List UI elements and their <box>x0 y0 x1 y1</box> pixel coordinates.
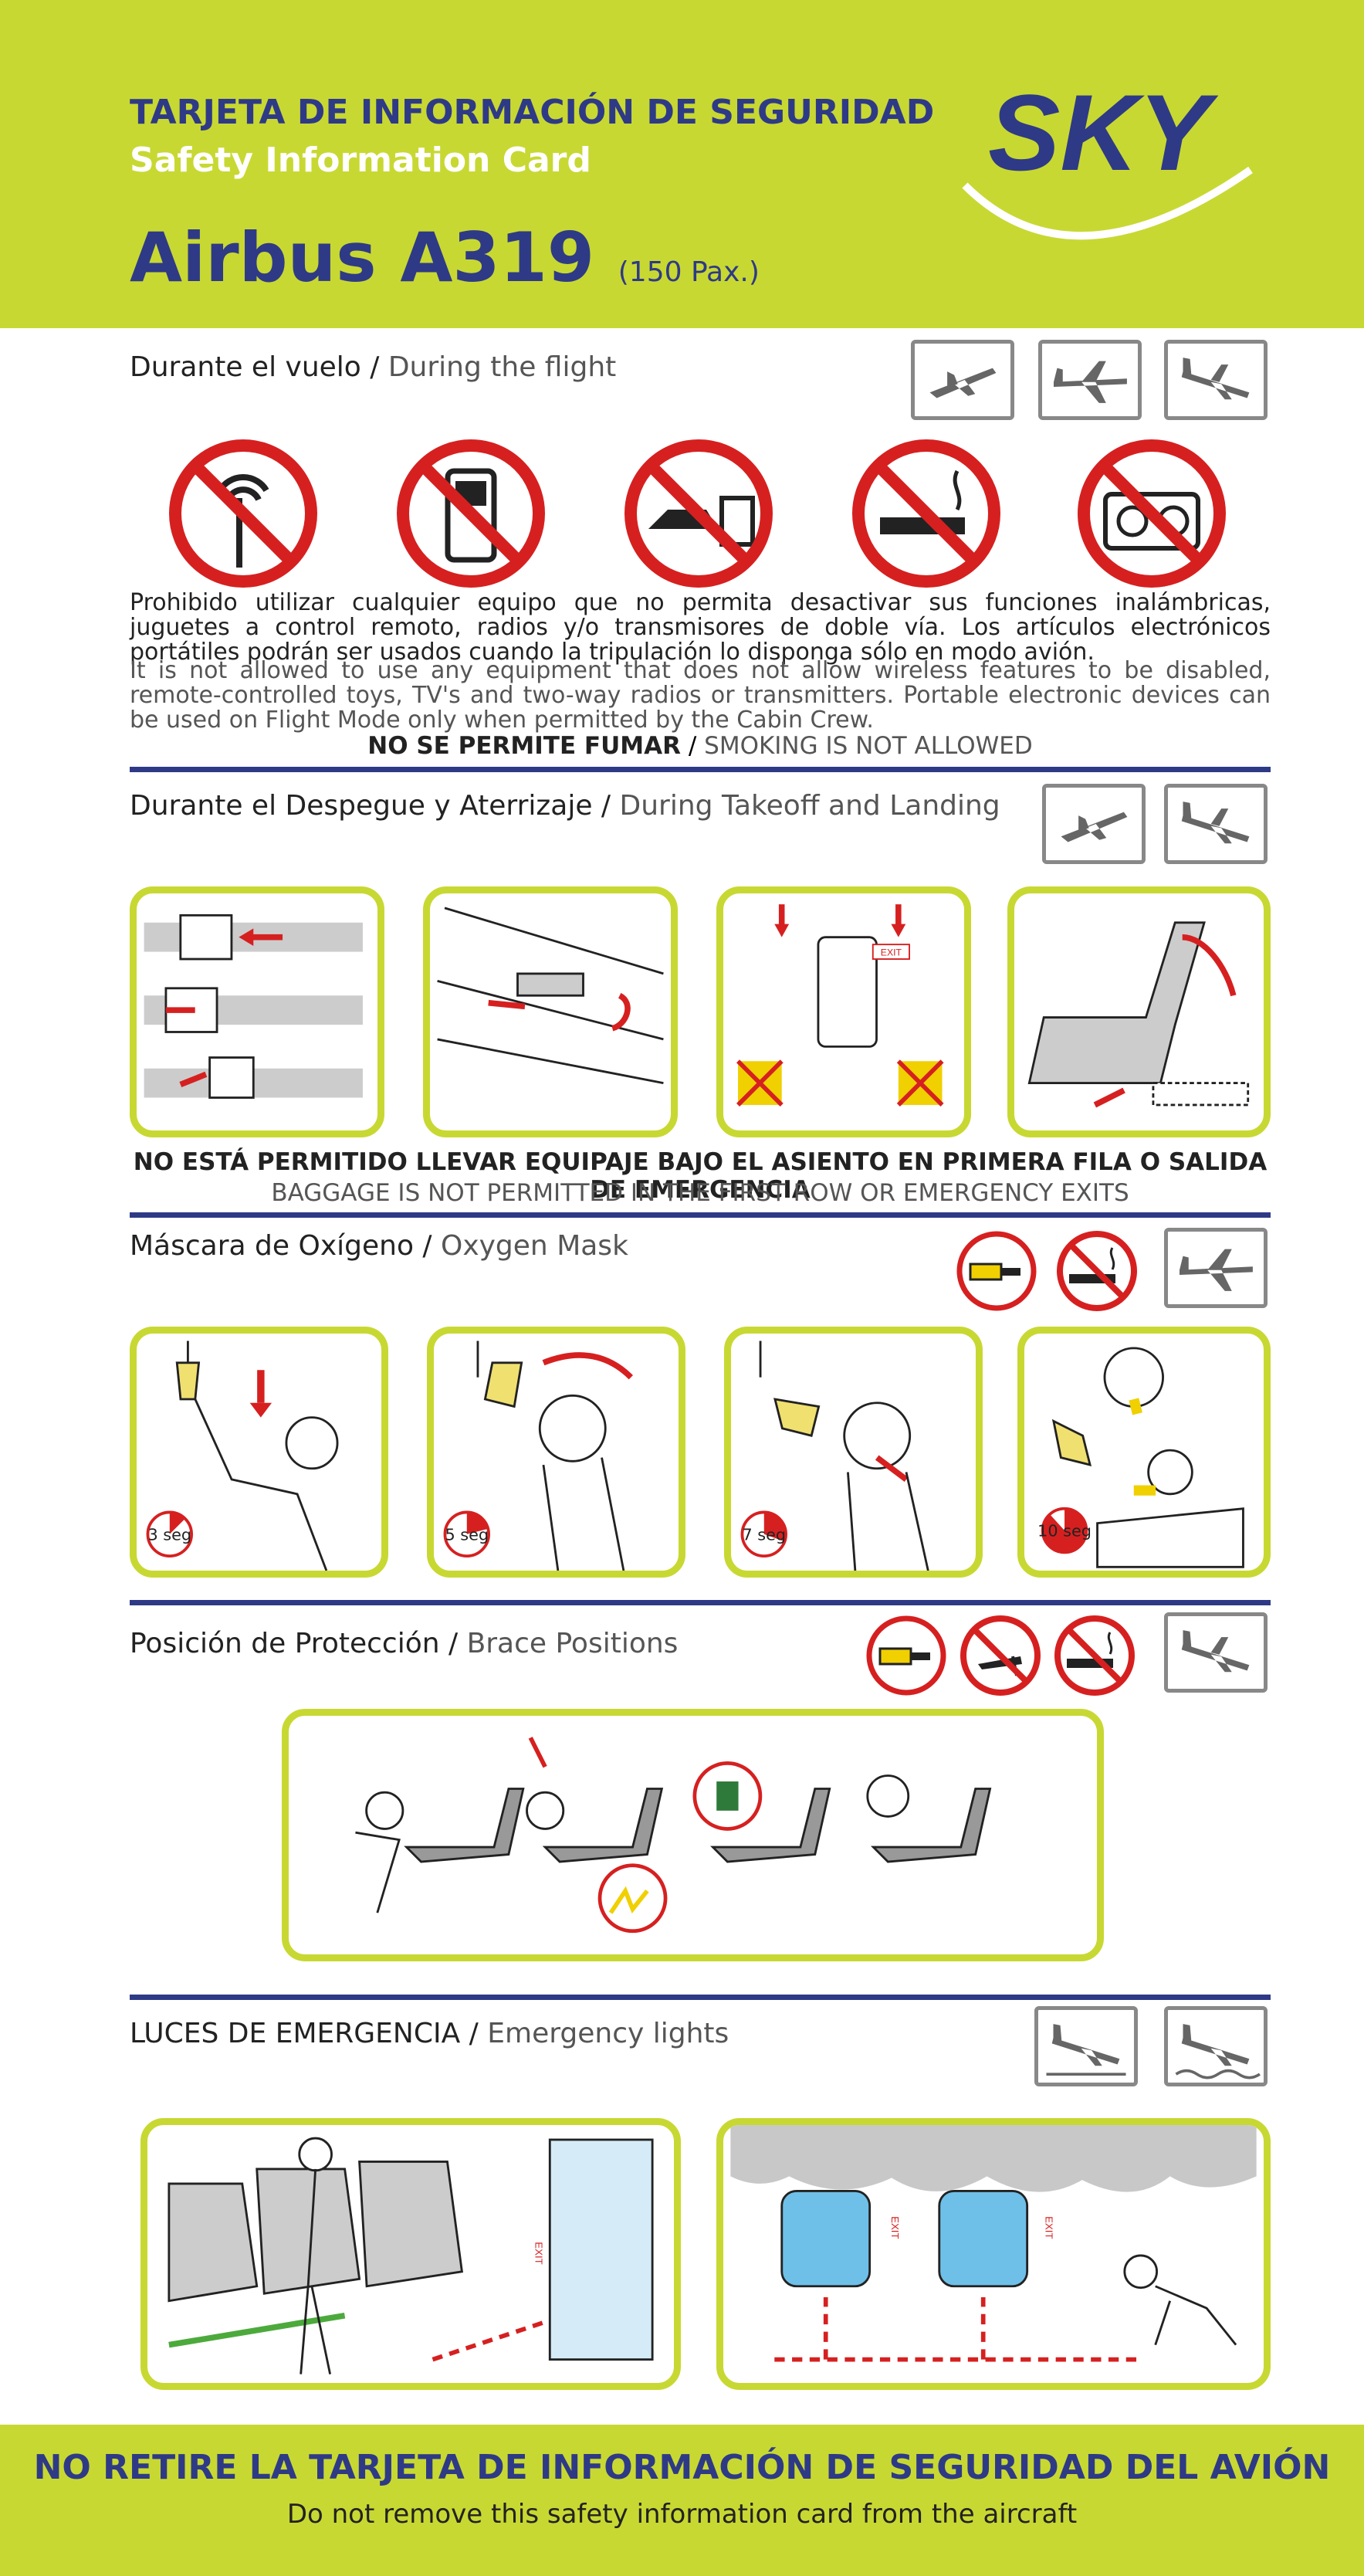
aircraft-model: Airbus A319 (150 Pax.) <box>130 218 760 297</box>
baggage-note-en: BAGGAGE IS NOT PERMITTED IN THE FIRST RO… <box>271 1179 1129 1207</box>
footer-band <box>0 2425 1364 2576</box>
oxygen-step-3-time: 7 seg <box>742 1525 786 1544</box>
header-band <box>0 0 1364 328</box>
seat-upright-panel <box>1007 886 1271 1137</box>
no-smoking-icon <box>1057 1231 1137 1311</box>
landing-phase-icon <box>1164 784 1268 864</box>
section-divider <box>130 1600 1271 1605</box>
oxygen-step-4-panel: 10 seg <box>1017 1327 1271 1578</box>
section-divider <box>130 767 1271 772</box>
landing-phase-icon <box>1164 1612 1268 1693</box>
exit-sign-left: EXIT <box>889 2216 901 2239</box>
flight-rules-text-en: It is not allowed to use any equipment t… <box>130 657 1271 734</box>
cruise-phase-icon <box>1038 340 1142 420</box>
sky-logo-text: SKY <box>988 72 1218 193</box>
no-smoking-note: NO SE PERMITE FUMAR / SMOKING IS NOT ALL… <box>367 732 1033 760</box>
section-divider <box>130 1995 1271 2000</box>
oxygen-step-1-panel: 3 seg <box>130 1327 388 1578</box>
exit-sign-right: EXIT <box>1043 2216 1054 2239</box>
takeoff-phase-icon <box>911 340 1014 420</box>
passenger-capacity: (150 Pax.) <box>618 256 760 288</box>
no-seatbelt-icon <box>956 1231 1037 1311</box>
sky-logo: SKY <box>962 72 1253 240</box>
land-landing-icon <box>1034 2006 1138 2086</box>
no-high-heels-icon <box>960 1615 1041 1696</box>
water-landing-icon <box>1164 2006 1268 2086</box>
emergency-floor-lights-panel: EXIT <box>140 2118 681 2390</box>
emergency-exit-sign: EXIT <box>533 2242 544 2265</box>
no-seatbelt-icon <box>866 1615 946 1696</box>
footer-warning-en: Do not remove this safety information ca… <box>286 2499 1078 2530</box>
baggage-note-es: NO ESTÁ PERMITIDO LLEVAR EQUIPAJE BAJO E… <box>133 1148 1268 1204</box>
oxygen-step-2-time: 5 seg <box>445 1525 489 1544</box>
exit-sign-label: EXIT <box>881 947 902 958</box>
no-remote-control-toy-icon <box>624 439 773 588</box>
smoke-crawl-exit-panel: EXIT EXIT <box>716 2118 1271 2390</box>
takeoff-phase-icon <box>1042 784 1146 864</box>
tray-table-panel <box>423 886 678 1137</box>
cruise-phase-icon <box>1164 1228 1268 1308</box>
landing-phase-icon <box>1164 340 1268 420</box>
section-title-brace: Posición de Protección / Brace Positions <box>130 1628 679 1659</box>
section-title-oxygen: Máscara de Oxígeno / Oxygen Mask <box>130 1230 628 1262</box>
oxygen-step-4-time: 10 seg <box>1037 1522 1092 1541</box>
section-title-takeoff: Durante el Despegue y Aterrizaje / Durin… <box>130 790 1000 822</box>
section-title-flight: Durante el vuelo / During the flight <box>130 351 617 383</box>
oxygen-step-1-time: 3 seg <box>147 1525 191 1544</box>
brace-position-panel <box>282 1709 1104 1961</box>
oxygen-step-3-panel: 7 seg <box>724 1327 983 1578</box>
flight-rules-text-es: Prohibido utilizar cualquier equipo que … <box>130 589 1271 666</box>
section-divider <box>130 1212 1271 1218</box>
section-title-lights: LUCES DE EMERGENCIA / Emergency lights <box>130 2018 729 2049</box>
seatbelt-panel <box>130 886 384 1137</box>
footer-warning-es: NO RETIRE LA TARJETA DE INFORMACIÓN DE S… <box>33 2448 1331 2487</box>
no-baggage-first-row-panel: EXIT <box>716 886 971 1137</box>
no-radio-icon <box>1078 439 1226 588</box>
no-antenna-icon <box>169 439 317 588</box>
no-mobile-phone-icon <box>397 439 545 588</box>
no-smoking-icon <box>852 439 1000 588</box>
card-title-en: Safety Information Card <box>130 141 591 180</box>
aircraft-model-name: Airbus A319 <box>130 218 595 297</box>
oxygen-step-2-panel: 5 seg <box>427 1327 685 1578</box>
no-smoking-icon <box>1054 1615 1135 1696</box>
card-title-es: TARJETA DE INFORMACIÓN DE SEGURIDAD <box>130 93 935 132</box>
